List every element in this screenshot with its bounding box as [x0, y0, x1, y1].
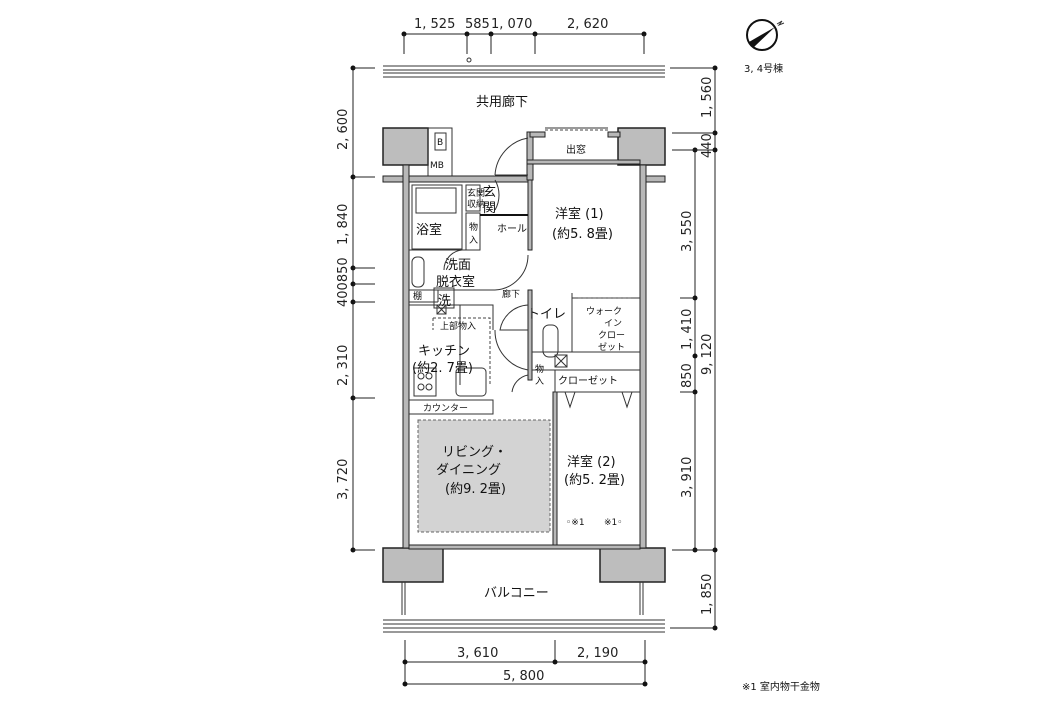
left-dimensions: 2, 600 1, 840 400850 2, 310 3, 720	[336, 65, 375, 553]
shelf-label: 棚	[413, 290, 422, 302]
kitchen-label: キッチン	[418, 344, 470, 359]
bottom-dimensions: 3, 610 2, 190 5, 800	[402, 640, 648, 687]
entrance-label-2: 関	[483, 201, 496, 216]
closet-label: クローゼット	[558, 375, 618, 387]
kitchen-size: (約2. 7畳)	[412, 361, 473, 376]
drying-mark-1: ◦※1	[566, 518, 585, 528]
dim-bottom-1: 3, 610	[457, 646, 498, 661]
right-dimensions: 1, 560 9, 120 1, 850 440 3, 550 1, 410 8…	[670, 65, 718, 631]
storage-small-2: 入	[469, 235, 478, 246]
dim-right-inner-5: 3, 910	[680, 457, 695, 498]
dim-right-inner-3: 1, 410	[680, 309, 695, 350]
dim-top-2: 585	[465, 17, 490, 32]
dim-left-1: 2, 600	[336, 109, 351, 150]
washroom-label-2: 脱衣室	[436, 274, 475, 290]
dim-top-4: 2, 620	[567, 17, 608, 32]
dim-left-4: 2, 310	[336, 345, 351, 386]
north-compass-icon	[746, 19, 785, 51]
dim-right-outer-1: 1, 560	[700, 77, 715, 118]
ld-size: (約9. 2畳)	[445, 482, 506, 497]
building-label: 3, 4号棟	[744, 62, 783, 75]
hallway-label: 廊下	[502, 288, 520, 300]
walls	[382, 131, 666, 550]
wic-label-4: ゼット	[598, 341, 625, 353]
bedroom1-label: 洋室 (1)	[555, 206, 604, 222]
counter-label: カウンター	[423, 403, 468, 414]
corridor-railing	[383, 65, 665, 78]
bedroom1-size: (約5. 8畳)	[552, 227, 613, 242]
storage2-label-2: 入	[535, 376, 544, 387]
ld-label-1: リビング・	[442, 445, 507, 460]
toilet-label: トイレ	[527, 307, 566, 322]
ld-label-2: ダイニング	[436, 463, 501, 478]
dim-right-inner-2: 3, 550	[680, 211, 695, 252]
storage2-label-1: 物	[535, 363, 544, 375]
dim-right-inner-4: 850	[680, 363, 695, 388]
washroom-label-1: 洗面	[445, 258, 471, 273]
footnote: ※1 室内物干金物	[742, 680, 820, 693]
balcony-railing	[383, 582, 665, 633]
storage-small-1: 物	[469, 221, 478, 233]
hall-label: ホール	[497, 223, 527, 235]
drying-mark-2: ※1◦	[604, 518, 623, 528]
doors	[443, 137, 529, 393]
mb-label: MB	[430, 161, 444, 171]
balcony-label: バルコニー	[484, 586, 549, 601]
top-dimensions: 1, 525 585 1, 070 2, 620	[401, 17, 647, 63]
dim-bottom-total: 5, 800	[503, 669, 544, 684]
bedroom2-size: (約5. 2畳)	[564, 473, 625, 488]
dim-left-3: 400850	[336, 257, 351, 307]
upper-storage-label: 上部物入	[440, 320, 476, 332]
entrance-label-1: 玄	[483, 185, 496, 200]
corridor-label: 共用廊下	[476, 94, 528, 110]
dim-right-outer-2: 9, 120	[700, 334, 715, 375]
entrance-storage-1: 玄関	[467, 187, 485, 199]
dim-top-1: 1, 525	[414, 17, 455, 32]
entrance-storage-2: 収納	[467, 198, 485, 210]
bath-label: 浴室	[416, 222, 442, 238]
column-bottom-left	[382, 547, 444, 583]
bedroom2-label: 洋室 (2)	[567, 454, 616, 470]
wic-label-2: イン	[604, 319, 622, 329]
column-top-right	[617, 127, 666, 166]
mb-b-label: B	[437, 138, 443, 148]
dim-right-outer-3: 1, 850	[700, 574, 715, 615]
wic-label-3: クロー	[598, 330, 625, 341]
washer-label: 洗	[438, 294, 451, 309]
living-dining-floor	[417, 419, 551, 533]
dim-top-3: 1, 070	[491, 17, 532, 32]
dim-left-5: 3, 720	[336, 459, 351, 500]
partitions	[409, 184, 640, 415]
bay-window-label: 出窓	[566, 143, 586, 156]
column-bottom-right	[599, 547, 666, 583]
wic-label-1: ウォーク	[586, 306, 622, 317]
dim-right-inner-1: 440	[700, 133, 715, 158]
column-top-left	[382, 127, 429, 166]
dim-left-2: 1, 840	[336, 204, 351, 245]
dim-bottom-2: 2, 190	[577, 646, 618, 661]
